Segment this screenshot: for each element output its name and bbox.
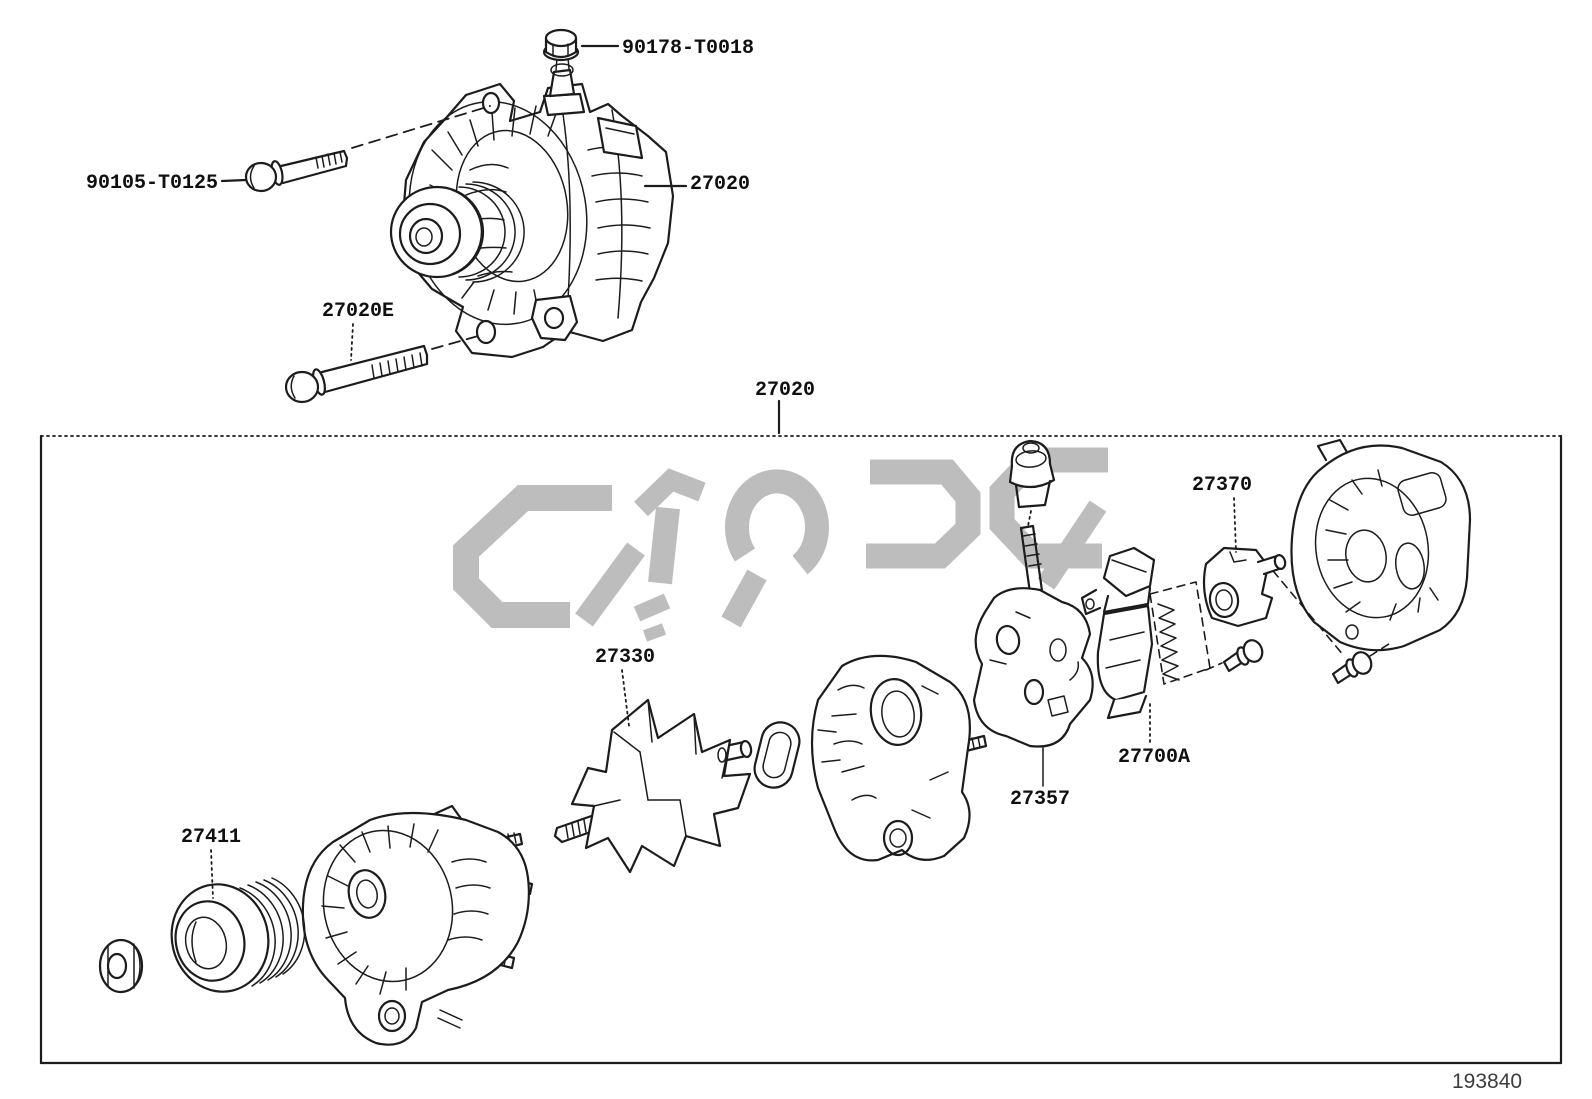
mounting-screw-drawing [1205,559,1393,685]
seal-grommet-drawing [753,721,801,789]
through-bolt-drawing [284,335,479,404]
pulley-drawing [170,877,306,993]
part-label-mount-bolt: 90105-T0125 [86,172,219,195]
alternator-assembly-drawing [389,56,675,359]
part-label-top-nut: 90178-T0018 [622,37,755,60]
terminal-boot-drawing [1008,439,1056,602]
rear-cover-drawing [1290,438,1472,652]
rear-bracket-drawing [810,654,988,862]
part-label-rotor: 27330 [595,646,656,669]
part-label-rectifier-holder: 27370 [1192,474,1253,497]
exploded-view-box [39,434,1563,1065]
voltage-regulator-drawing [1080,546,1211,720]
part-label-alternator-assembly: 27020 [690,173,751,196]
leader-lines [210,44,1237,899]
part-label-voltage-regulator: 27700A [1118,746,1191,769]
brush-holder-drawing [972,587,1094,748]
part-label-through-bolt: 27020E [322,300,395,323]
front-bracket-drawing [301,804,534,1046]
figure-code: 193840 [1452,1070,1523,1093]
part-label-brush-holder: 27357 [1010,788,1071,811]
pulley-nut-drawing [98,938,144,994]
part-label-pulley: 27411 [181,826,242,849]
rotor-drawing [553,698,753,874]
rectifier-holder-drawing [1202,546,1287,628]
mount-bolt-drawing [244,105,491,193]
part-label-alternator-exploded: 27020 [755,379,816,402]
top-nut-drawing [542,28,580,62]
